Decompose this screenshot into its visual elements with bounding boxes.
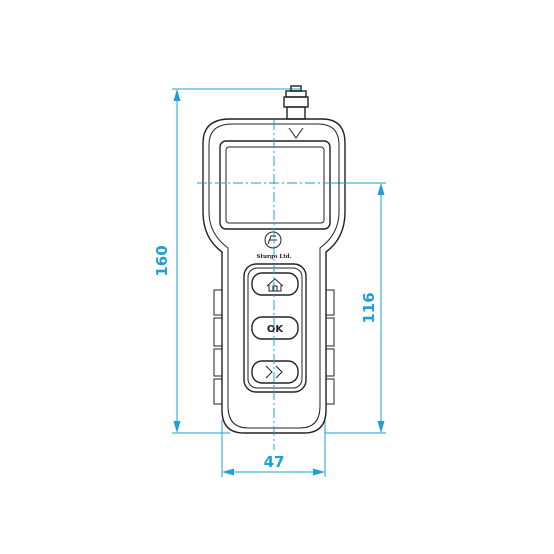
- keypad-frame: [243, 263, 307, 393]
- center-lines: [197, 120, 352, 450]
- arrowhead-upper: [377, 183, 385, 195]
- display-screen: [219, 140, 331, 230]
- body-outline-outer: [202, 118, 346, 434]
- dimension-width: 47: [221, 420, 326, 477]
- arrowhead-right: [313, 468, 325, 476]
- body-outline-inner: [208, 123, 340, 429]
- top-notch: [288, 127, 304, 139]
- logo-emblem: [264, 231, 282, 249]
- keypad-panel: [243, 263, 307, 393]
- arrowhead-top: [173, 89, 181, 101]
- screen-glass: [225, 146, 325, 224]
- arrowhead-bottom: [173, 421, 181, 433]
- next-button[interactable]: [251, 360, 299, 384]
- home-icon: [266, 278, 284, 292]
- ok-button[interactable]: OK: [251, 316, 299, 340]
- keypad-inset: [247, 267, 303, 389]
- ok-button-label: OK: [267, 324, 285, 335]
- dimension-height-total: 160: [153, 88, 300, 434]
- screen-frame: [219, 140, 331, 230]
- dimension-label-160: 160: [153, 245, 171, 276]
- dimension-label-116: 116: [360, 292, 378, 323]
- side-grips-left: [213, 289, 222, 405]
- dimension-label-47: 47: [264, 453, 285, 471]
- brand-text: Sturgo Ltd.: [256, 254, 291, 260]
- device-body: [202, 118, 346, 434]
- double-chevron-right-icon: [265, 365, 283, 379]
- arrowhead-lower: [377, 421, 385, 433]
- arrowhead-left: [222, 468, 234, 476]
- home-button[interactable]: [251, 272, 299, 296]
- probe-connector: [283, 85, 309, 120]
- side-grips-right: [326, 289, 335, 405]
- dimension-height-body: 116: [325, 182, 386, 434]
